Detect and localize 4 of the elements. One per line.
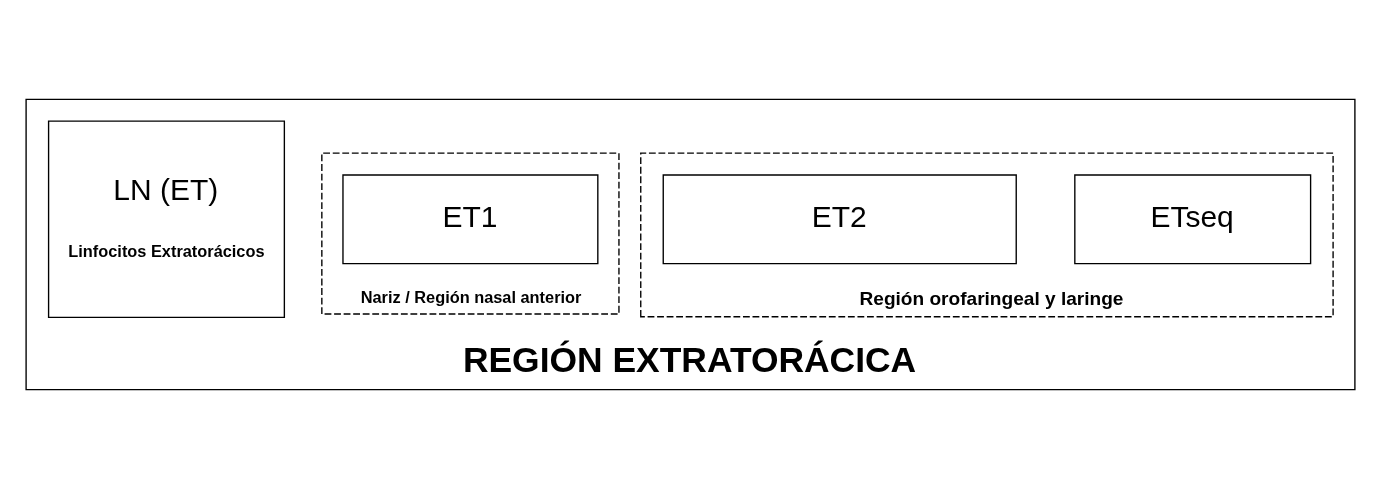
- node-box: ETseq: [1074, 174, 1312, 265]
- node-box: ET2: [662, 174, 1017, 265]
- node-box: LN (ET) Linfocitos Extratorácicos: [47, 120, 286, 319]
- node-box: ET1: [342, 174, 599, 265]
